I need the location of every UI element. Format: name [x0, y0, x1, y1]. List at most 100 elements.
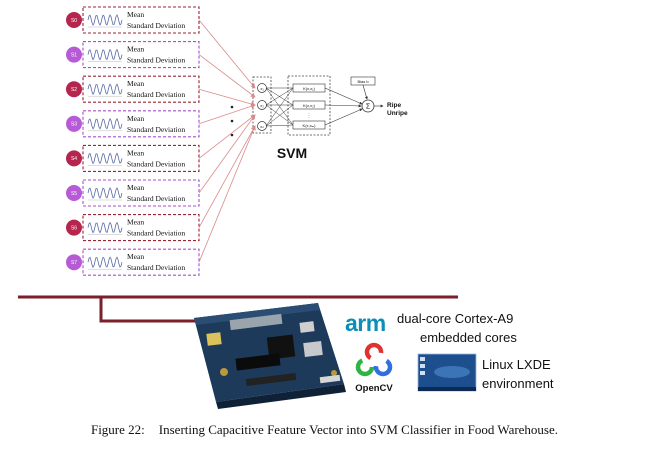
svm-kernel-node: K(x,xₘ): [292, 120, 326, 130]
opencv-rings-icon: [355, 342, 393, 377]
sensor-node-icon: [66, 185, 82, 201]
arm-text-line2: embedded cores: [420, 330, 517, 345]
feature-arrow: [198, 103, 256, 125]
std-label: Standard Deviation: [127, 90, 185, 99]
mean-label: Mean: [127, 252, 144, 261]
sensor-node-icon: [66, 254, 82, 271]
std-label: Standard Deviation: [127, 21, 185, 30]
feature-arrow: [198, 19, 256, 89]
svm-input-node: xₙ: [257, 121, 267, 131]
feature-arrows: [198, 19, 256, 263]
svg-text:K(x,x₁): K(x,x₁): [303, 86, 315, 91]
sensor-node-icon: [66, 219, 82, 236]
svm-output-ripe: Ripe: [387, 102, 401, 109]
svm-output-unripe: Unripe: [387, 110, 408, 117]
sensor-label: S5: [71, 191, 77, 197]
sensor-label: S2: [71, 87, 77, 93]
data-bus: [18, 295, 458, 323]
svg-text:OpenCV: OpenCV: [355, 383, 393, 394]
mean-label: Mean: [127, 218, 144, 227]
sensor-label: S3: [71, 122, 77, 128]
mean-label: Mean: [127, 79, 144, 88]
sensor-label: S0: [71, 18, 77, 24]
sensor-label: S6: [71, 225, 77, 231]
std-label: Standard Deviation: [127, 229, 185, 238]
sensor-feature-box: [82, 144, 200, 172]
sensor-label: S4: [71, 156, 77, 162]
std-label: Standard Deviation: [127, 194, 185, 203]
mean-label: Mean: [127, 183, 144, 192]
figure-caption-text: Inserting Capacitive Feature Vector into…: [158, 422, 559, 437]
arm-cortex-block: arm dual-core Cortex-A9 embedded cores: [345, 310, 517, 345]
svm-bias-node: Bias b: [350, 76, 376, 100]
feature-arrow: [198, 54, 256, 98]
sensor-node-icon: [66, 150, 82, 167]
linux-text-line1: Linux LXDE: [482, 357, 551, 372]
arm-text-line1: dual-core Cortex-A9: [397, 311, 513, 326]
std-label: Standard Deviation: [127, 263, 185, 272]
waveform-icon: [87, 221, 123, 234]
svg-text:K(x,xₘ): K(x,xₘ): [303, 123, 317, 128]
std-label: Standard Deviation: [127, 125, 185, 134]
svm-sum-node: Σ: [361, 99, 384, 113]
svg-text:Σ: Σ: [366, 104, 371, 111]
svm-input-node: x₂: [257, 100, 267, 110]
sensor-feature-box: [82, 6, 200, 34]
linux-desktop-thumbnail: [417, 353, 477, 392]
opencv-logo: OpenCV: [355, 342, 393, 394]
waveform-icon: [87, 48, 123, 61]
feature-arrow: [198, 114, 256, 159]
sensor-feature-box: [82, 110, 200, 138]
svg-text:xₙ: xₙ: [260, 124, 264, 129]
sensor-feature-box: [82, 179, 200, 207]
waveform-icon: [87, 83, 123, 96]
svm-title: SVM: [277, 145, 307, 161]
feature-arrow: [198, 125, 256, 263]
waveform-icon: [87, 14, 123, 26]
sensor-feature-box: [82, 214, 200, 242]
figure-caption: Figure 22: Inserting Capacitive Feature V…: [0, 422, 649, 438]
waveform-icon: [87, 152, 123, 165]
fpga-board-image: [194, 303, 346, 409]
sensor-node-icon: [66, 81, 82, 98]
sensor-feature-box: [82, 248, 200, 276]
svm-network: x₁ x₂ xₙ K(x,x₁) K(x,x₂) K(x,xₘ): [252, 75, 408, 161]
svg-text:K(x,x₂): K(x,x₂): [303, 103, 316, 108]
sensor-node-icon: [66, 12, 82, 28]
waveform-icon: [87, 256, 123, 269]
sensor-feature-box: [82, 75, 200, 103]
svg-text:Bias b: Bias b: [357, 79, 369, 84]
feature-arrow: [198, 125, 256, 228]
figure-number: Figure 22:: [90, 422, 145, 437]
svg-text:⋮: ⋮: [307, 113, 312, 119]
sensor-label: S7: [71, 260, 77, 266]
waveform-icon: [87, 117, 123, 130]
mean-label: Mean: [127, 114, 144, 123]
mean-label: Mean: [127, 45, 144, 54]
svm-input-node: x₁: [257, 83, 267, 93]
mean-label: Mean: [127, 148, 144, 157]
sensor-node-icon: [66, 46, 82, 63]
std-label: Standard Deviation: [127, 159, 185, 168]
sensor-label: S1: [71, 52, 77, 58]
svg-text:x₂: x₂: [260, 103, 264, 108]
linux-text-line2: environment: [482, 376, 554, 391]
mean-label: Mean: [127, 10, 144, 19]
sensor-node-icon: [66, 115, 82, 132]
feature-arrow: [198, 114, 256, 194]
sensor-feature-box: [82, 41, 200, 69]
waveform-icon: [87, 187, 123, 199]
ellipsis-dots: [230, 105, 234, 137]
svg-text:x₁: x₁: [260, 86, 264, 91]
svm-kernel-node: K(x,x₂): [292, 100, 326, 110]
